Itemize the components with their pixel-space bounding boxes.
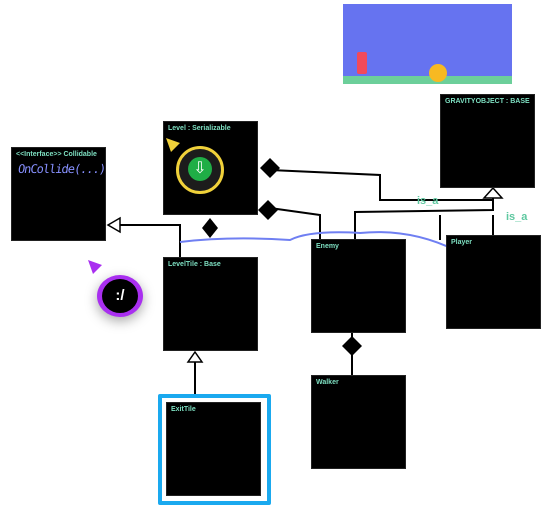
preview-ground [343,76,512,84]
level-title: Level : Serializable [168,125,231,132]
clock-icon: ⇩ [176,146,224,194]
preview-enemy-sprite [429,64,447,82]
badge-text: :/ [102,279,138,313]
is-a-label-gravity: is_a [417,195,439,207]
player-title: Player [451,239,473,246]
gravity-title: GRAVITYOBJECT : BASE [445,98,530,105]
pointer-icon [166,138,180,152]
enemy-title: Enemy [316,243,339,250]
collidable-interface-box[interactable]: <<Interface>> Collidable OnCollide(...) [12,148,107,240]
walker-class-box[interactable]: Walker [312,376,405,468]
pointer-icon [88,260,102,274]
game-preview-thumbnail[interactable] [343,4,512,84]
enemy-class-box[interactable]: Enemy [312,240,405,332]
leveltile-class-box[interactable]: LevelTile : Base [164,258,257,350]
gravityobject-class-box[interactable]: GRAVITYOBJECT : BASE [441,95,534,187]
collidable-title: <<Interface>> Collidable [16,151,97,158]
collaborator-badge[interactable]: :/ [97,275,143,317]
exittile-title: ExitTile [171,406,196,413]
preview-player-sprite [357,52,367,74]
exittile-class-box[interactable]: ExitTile [167,403,260,495]
selection-highlight [158,394,271,505]
player-class-box[interactable]: Player [447,236,540,328]
walker-title: Walker [316,379,339,386]
leveltile-title: LevelTile : Base [168,261,221,268]
is-a-label-player: is_a [506,211,528,223]
collidable-scrawl-note: OnCollide(...) [17,162,107,176]
